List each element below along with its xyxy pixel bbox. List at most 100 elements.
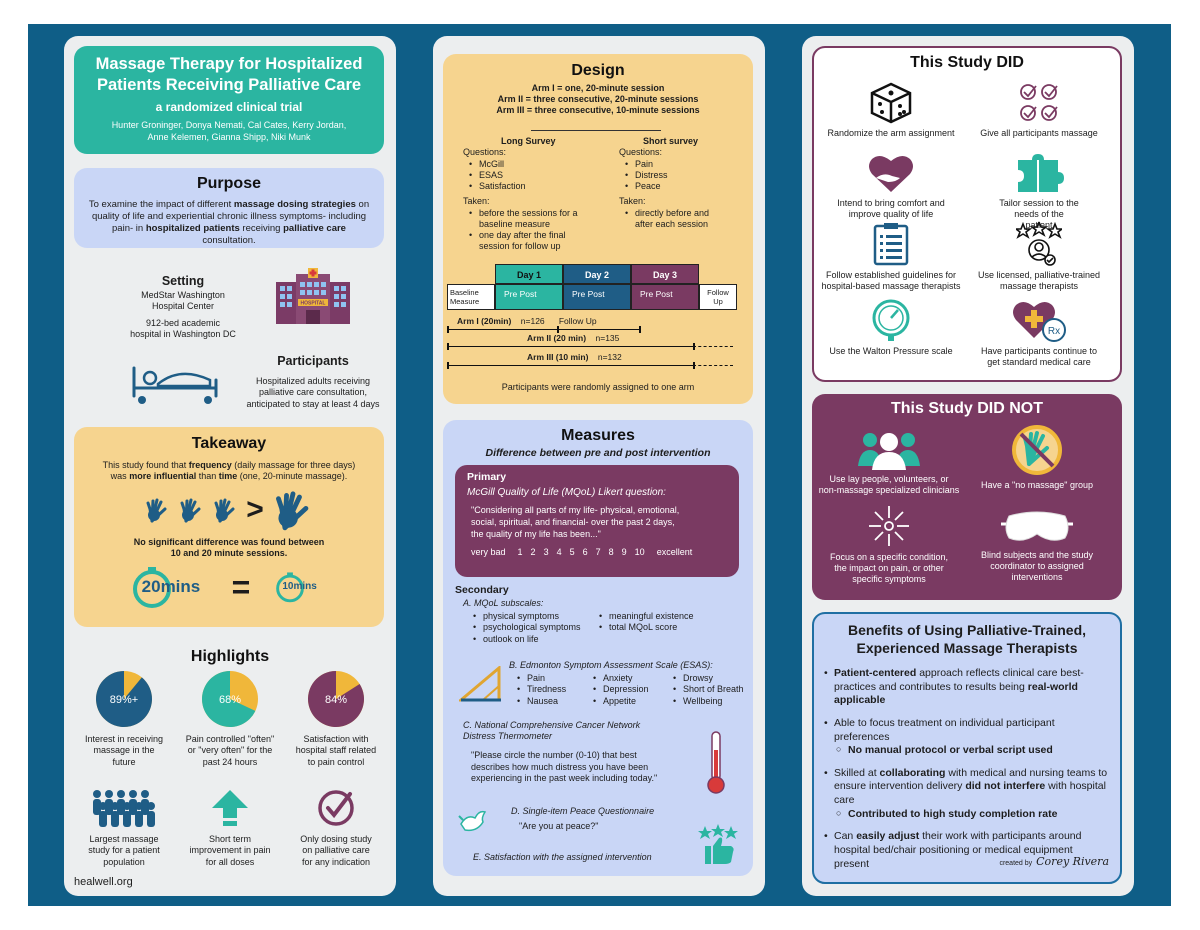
- column-left: Massage Therapy for Hospitalized Patient…: [64, 36, 396, 896]
- hospital-sign: HOSPITAL: [301, 301, 326, 307]
- mqol-subscales-heading: A. MQoL subscales:: [463, 598, 544, 608]
- purpose-card: Purpose To examine the impact of differe…: [74, 168, 384, 248]
- scale-2: 2: [530, 547, 536, 558]
- peace-heading: D. Single-item Peace Questionnaire: [511, 806, 655, 816]
- scale-7: 7: [595, 547, 601, 558]
- scale-10: 10: [634, 547, 645, 558]
- did-give-massage: Give all participants massage: [966, 82, 1112, 139]
- no-difference-line-2: 10 and 20 minute sessions.: [170, 547, 288, 558]
- didnot-lay-people-text-1: Use lay people, volunteers, or: [829, 474, 949, 484]
- mqol-subscales-list-1: physical symptoms psychological symptoms…: [473, 611, 581, 645]
- no-difference-line-1: No significant difference was found betw…: [133, 536, 325, 547]
- hospital-icon: HOSPITAL: [276, 268, 350, 324]
- pie-3-caption-3: to pain control: [307, 756, 365, 767]
- esas-pain: Pain: [517, 673, 566, 685]
- title-card: Massage Therapy for Hospitalized Patient…: [74, 46, 384, 154]
- highlight-only-dosing: Only dosing study on palliative care for…: [286, 788, 386, 868]
- pie-3-caption-2: hospital staff related: [295, 745, 377, 756]
- improvement-line-3: for all doses: [205, 856, 255, 867]
- benefit-individual-focus: Able to focus treatment on individual pa…: [824, 717, 1110, 758]
- benefit-completion-rate: Contributed to high study completion rat…: [834, 808, 1110, 822]
- long-q-esas: ESAS: [469, 170, 603, 182]
- didnot-blind-text-3: interventions: [1011, 571, 1063, 582]
- only-dosing-line-1: Only dosing study: [300, 834, 372, 844]
- did-walton: Use the Walton Pressure scale: [818, 298, 964, 357]
- short-q-distress: Distress: [625, 170, 749, 182]
- measures-subheading: Difference between pre and post interven…: [485, 447, 711, 459]
- didnot-specific-condition-text-3: specific symptoms: [852, 573, 926, 584]
- likert-scale: very bad 1 2 3 4 5 6 7 8 9 10 excellent: [467, 547, 727, 557]
- rx-label: Rx: [1048, 326, 1060, 337]
- short-survey-heading: Short survey: [643, 136, 699, 146]
- scale-1: 1: [517, 547, 523, 558]
- largest-line-2: study for a patient: [88, 845, 160, 856]
- thermometer-icon: [707, 731, 725, 794]
- website-link[interactable]: healwell.org: [74, 876, 133, 888]
- crowd-icon: [93, 790, 155, 827]
- day-3-prepost: Pre Post: [631, 284, 699, 310]
- setting-line-1: MedStar Washington: [141, 290, 225, 300]
- mqol-label: McGill Quality of Life (MQoL) Likert que…: [467, 487, 666, 498]
- scale-excellent: excellent: [656, 547, 693, 558]
- puzzle-icon: [1018, 154, 1064, 192]
- improvement-line-2: improvement in pain: [189, 845, 271, 856]
- didnot-lay-people: Use lay people, volunteers, or non-massa…: [816, 428, 962, 496]
- subtitle: a randomized clinical trial: [155, 100, 303, 115]
- rated-therapist-icon: [1016, 222, 1062, 266]
- pie-chart-1: 89%+: [96, 671, 152, 727]
- arm-definitions: Arm I = one, 20-minute session Arm II = …: [453, 83, 743, 116]
- study-did-heading: This Study DID: [910, 54, 1024, 71]
- short-q-pain: Pain: [625, 159, 749, 171]
- pie-1-caption-2: massage in the: [93, 745, 155, 756]
- esas-list-3: Drowsy Short of Breath Wellbeing: [673, 673, 744, 707]
- did-give-massage-text: Give all participants massage: [980, 128, 1098, 138]
- pie-2-slice: [202, 671, 256, 727]
- scale-3: 3: [543, 547, 549, 558]
- ruler-triangle-icon: [459, 666, 501, 702]
- did-comfort-text-2: improve quality of life: [848, 208, 934, 219]
- timer-20-icon: 20mins: [130, 565, 208, 609]
- pie-1-caption-1: Interest in receiving: [84, 734, 164, 744]
- arm-timeline: Arm I (20min) n=126 Follow Up Arm II (20…: [447, 316, 745, 376]
- subscale-total: total MQoL score: [599, 622, 694, 634]
- did-licensed-text-2: massage therapists: [999, 280, 1079, 291]
- timer-comparison: 20mins = 10mins: [86, 565, 372, 609]
- improvement-line-1: Short term: [208, 834, 251, 844]
- design-card: Design Arm I = one, 20-minute session Ar…: [443, 54, 753, 404]
- setting-line-3: 912-bed academic: [145, 317, 221, 328]
- didnot-specific-condition-text-1: Focus on a specific condition,: [829, 552, 949, 562]
- setting-heading: Setting: [161, 274, 205, 288]
- purpose-text: To examine the impact of different massa…: [88, 199, 370, 247]
- didnot-blind-text-2: coordinator to assigned: [990, 560, 1084, 571]
- did-standard-care-text-1: Have participants continue to: [980, 346, 1098, 356]
- setting-line-2: Hospital Center: [151, 301, 215, 312]
- heart-hands-icon: [869, 155, 913, 192]
- small-hand-icon: [214, 498, 235, 522]
- participants-line-2: palliative care consultation,: [258, 387, 368, 398]
- arm-iii-label: Arm III (10 min) n=132: [527, 352, 622, 362]
- only-dosing-line-2: on palliative care: [302, 845, 370, 856]
- didnot-blind: Blind subjects and the study coordinator…: [964, 510, 1110, 582]
- divider: [531, 130, 661, 131]
- distress-quote: "Please circle the number (0-10) that be…: [471, 750, 658, 784]
- checkmark-circle-icon: [318, 790, 354, 826]
- up-arrow-icon: [212, 790, 248, 826]
- arm-i-label: Arm I (20min) n=126 Follow Up: [457, 316, 597, 326]
- long-questions-label: Questions:: [463, 147, 507, 158]
- subscale-meaningful: meaningful existence: [599, 611, 694, 623]
- pie-2-caption-2: or "very often" for the: [187, 745, 273, 756]
- highlight-largest: Largest massage study for a patient popu…: [74, 788, 174, 868]
- large-hand-icon: [275, 490, 309, 530]
- day-1-prepost: Pre Post: [495, 284, 563, 310]
- subscale-physical: physical symptoms: [473, 611, 581, 623]
- did-tailor: Tailor session to the needs of the patie…: [966, 152, 1112, 230]
- takeaway-heading: Takeaway: [191, 435, 267, 452]
- greater-than-sign: >: [246, 492, 264, 526]
- pie-2-caption-3: past 24 hours: [202, 756, 258, 767]
- pie-1-caption-3: future: [112, 756, 136, 767]
- highlight-pie-3: 84% Satisfaction with hospital staff rel…: [286, 670, 386, 768]
